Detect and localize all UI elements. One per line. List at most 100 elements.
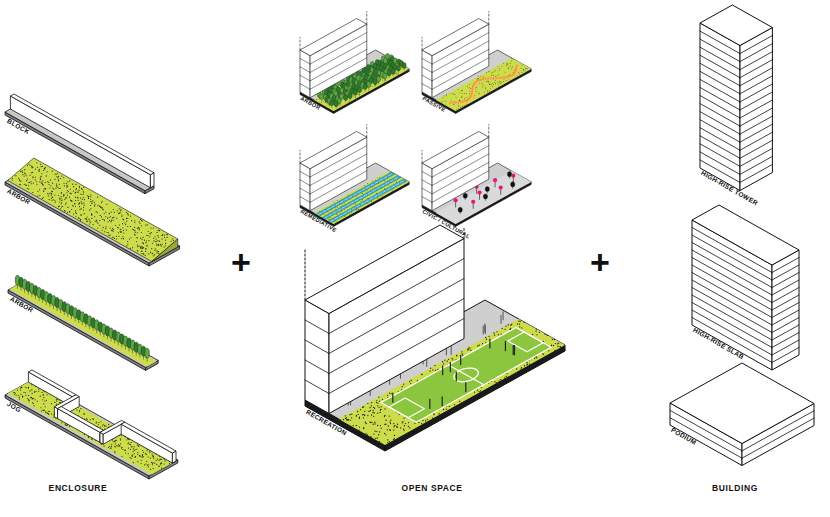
stipple-dot (146, 240, 147, 241)
stipple-dot (497, 84, 499, 86)
stipple-dot (113, 209, 114, 210)
stipple-dot (149, 452, 150, 453)
stipple-dot (112, 237, 113, 238)
stipple-dot (128, 453, 129, 454)
tree-canopy (363, 84, 367, 90)
stipple-dot (468, 83, 470, 85)
stipple-dot (445, 100, 447, 102)
stipple-dot (60, 178, 61, 179)
stipple-dot (14, 394, 15, 395)
stipple-dot (161, 245, 162, 246)
stipple-dot (152, 453, 153, 454)
stipple-dot (137, 452, 138, 453)
stipple-dot (520, 67, 522, 69)
stipple-dot (131, 446, 132, 447)
stipple-dot (164, 459, 165, 460)
stipple-dot (150, 233, 151, 234)
stipple-dot (163, 463, 164, 464)
stipple-dot (61, 192, 62, 193)
stipple-dot (397, 73, 399, 75)
stipple-dot (75, 184, 76, 185)
stipple-dot (111, 444, 112, 445)
stipple-dot (127, 218, 128, 219)
stipple-dot (126, 212, 127, 213)
stipple-dot (43, 184, 44, 185)
tree-canopy (396, 65, 400, 71)
stipple-dot (76, 409, 77, 410)
stipple-dot (476, 78, 478, 80)
stipple-dot (160, 459, 161, 460)
stipple-dot (495, 83, 497, 85)
stipple-dot (498, 73, 500, 75)
stipple-dot (124, 450, 125, 451)
stipple-dot (488, 80, 490, 82)
stipple-dot (120, 438, 121, 439)
stipple-dot (127, 226, 128, 227)
stipple-dot (109, 217, 110, 218)
stipple-dot (140, 238, 141, 239)
stipple-dot (22, 396, 23, 397)
stipple-dot (74, 203, 75, 204)
tree-canopy (485, 187, 489, 192)
stipple-dot (35, 168, 36, 169)
stipple-dot (165, 461, 166, 462)
stipple-dot (109, 213, 110, 214)
stipple-dot (145, 251, 146, 252)
path-dot (517, 66, 519, 68)
stipple-dot (485, 88, 487, 90)
stipple-dot (40, 396, 41, 397)
stipple-dot (28, 387, 29, 388)
stipple-dot (32, 167, 33, 168)
stipple-dot (111, 212, 112, 213)
stipple-dot (42, 392, 43, 393)
stipple-dot (323, 101, 325, 103)
stipple-dot (142, 457, 143, 458)
stipple-dot (127, 244, 128, 245)
stipple-dot (395, 74, 397, 76)
stipple-dot (154, 250, 155, 251)
stipple-dot (142, 242, 143, 243)
stipple-dot (459, 91, 461, 93)
stipple-dot (107, 218, 108, 219)
stipple-dot (27, 188, 28, 189)
floor-line (422, 67, 432, 73)
stipple-dot (39, 171, 40, 172)
tree-canopy (145, 348, 150, 358)
stipple-dot (171, 241, 172, 242)
stipple-dot (41, 181, 42, 182)
stipple-dot (126, 230, 127, 231)
stipple-dot (353, 96, 355, 98)
stipple-dot (145, 463, 146, 464)
stipple-dot (113, 441, 114, 442)
stipple-dot (501, 65, 503, 67)
stipple-dot (19, 397, 20, 398)
stipple-dot (30, 175, 31, 176)
stipple-dot (72, 184, 73, 185)
stipple-dot (340, 104, 342, 106)
stipple-dot (105, 212, 106, 213)
stipple-dot (61, 202, 62, 203)
stipple-dot (24, 169, 25, 170)
stipple-dot (355, 210, 357, 212)
stipple-dot (367, 183, 369, 185)
stipple-dot (153, 458, 154, 459)
stipple-dot (60, 198, 61, 199)
building-mass-top (300, 132, 367, 169)
stipple-dot (120, 229, 121, 230)
stipple-dot (81, 203, 82, 204)
stipple-dot (121, 238, 122, 239)
stipple-dot (40, 407, 41, 408)
stipple-dot (42, 183, 43, 184)
stipple-dot (494, 70, 496, 72)
stipple-dot (153, 456, 154, 457)
floor-line (300, 75, 310, 81)
stipple-dot (476, 91, 478, 93)
stipple-dot (24, 173, 25, 174)
stipple-dot (77, 192, 78, 193)
stipple-dot (64, 195, 65, 196)
stipple-dot (355, 96, 357, 98)
stipple-dot (67, 207, 68, 208)
stipple-dot (21, 171, 22, 172)
stipple-dot (54, 179, 55, 180)
stipple-dot (145, 255, 146, 256)
